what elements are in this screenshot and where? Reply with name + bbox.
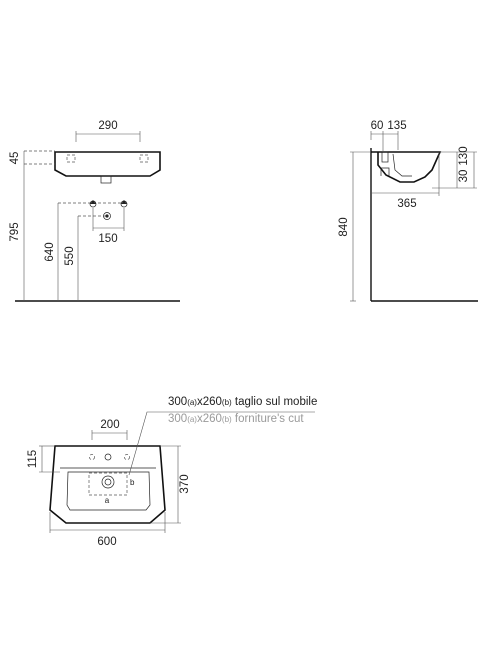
front-view: 290 45 795 640 550 150 [9, 120, 180, 302]
side-dim-60: 60 [371, 120, 384, 132]
side-dim-130: 130 [458, 146, 470, 165]
plan-cut-note-en-b-tag: (b) [222, 415, 232, 424]
side-view: 60 135 840 365 30 130 [338, 120, 478, 302]
plan-cut-note-it-b: 260 [203, 396, 222, 408]
plan-waste-inner [104, 478, 112, 486]
plan-note-leader [128, 411, 315, 476]
side-dim-135: 135 [387, 120, 406, 132]
front-supply-right-fill [121, 200, 127, 204]
front-waste-symbol [103, 212, 111, 220]
plan-dim-600: 600 [97, 536, 116, 548]
front-dim-550: 550 [64, 246, 76, 265]
side-basin-outline [371, 151, 442, 183]
front-dim-290: 290 [98, 120, 117, 132]
plan-cut-note-it-b-tag: (b) [222, 398, 232, 407]
plan-cut-note-en-a-tag: (a) [187, 415, 197, 424]
side-dim-365: 365 [397, 198, 416, 210]
plan-basin-outline [49, 445, 166, 524]
side-dim-840: 840 [338, 217, 350, 236]
front-dim-640: 640 [44, 242, 56, 261]
plan-cut-note-en-a: 300 [168, 413, 187, 425]
plan-dim-115: 115 [27, 450, 39, 468]
plan-cut-note-it-a: 300 [168, 396, 187, 408]
plan-marker-b: b [130, 478, 135, 487]
plan-cut-note-it-x: x [197, 396, 203, 408]
plan-cut-note-it: 300(a)x260(b) taglio sul mobile [168, 396, 317, 408]
side-trap [380, 167, 390, 176]
plan-cut-note-it-text: taglio sul mobile [232, 396, 318, 408]
front-dim-45: 45 [9, 152, 21, 165]
front-waste-symbol-dot [105, 214, 109, 218]
plan-view: b a 200 115 370 600 300(a)x260(b) taglio… [27, 396, 317, 548]
plan-tap-hole-right [124, 454, 130, 460]
plan-bowl-outline [66, 471, 151, 511]
plan-marker-a: a [105, 496, 110, 505]
front-overflow-right [139, 154, 149, 163]
plan-cut-note-en-text: forniture's cut [232, 413, 305, 425]
side-fixing [381, 151, 389, 163]
plan-cut-note-en-b: 260 [203, 413, 222, 425]
plan-cut-note-en: 300(a)x260(b) forniture's cut [168, 413, 304, 425]
side-dim-30: 30 [458, 170, 470, 183]
front-dim-795: 795 [9, 222, 21, 241]
front-overflow-left [66, 154, 76, 163]
front-dim-150: 150 [98, 233, 117, 245]
plan-dim-200: 200 [100, 419, 119, 431]
plan-waste-outer [101, 475, 115, 489]
plan-tap-hole-left [89, 454, 95, 460]
side-basin-inner [392, 153, 412, 177]
plan-tap-hole-center [104, 453, 112, 461]
plan-cut-note-it-a-tag: (a) [187, 398, 197, 407]
plan-dim-370: 370 [179, 474, 191, 493]
front-supply-left-fill [90, 200, 96, 204]
front-waste-spigot [100, 175, 112, 184]
plan-cut-note-en-x: x [197, 413, 203, 425]
front-basin-outline [54, 151, 161, 177]
